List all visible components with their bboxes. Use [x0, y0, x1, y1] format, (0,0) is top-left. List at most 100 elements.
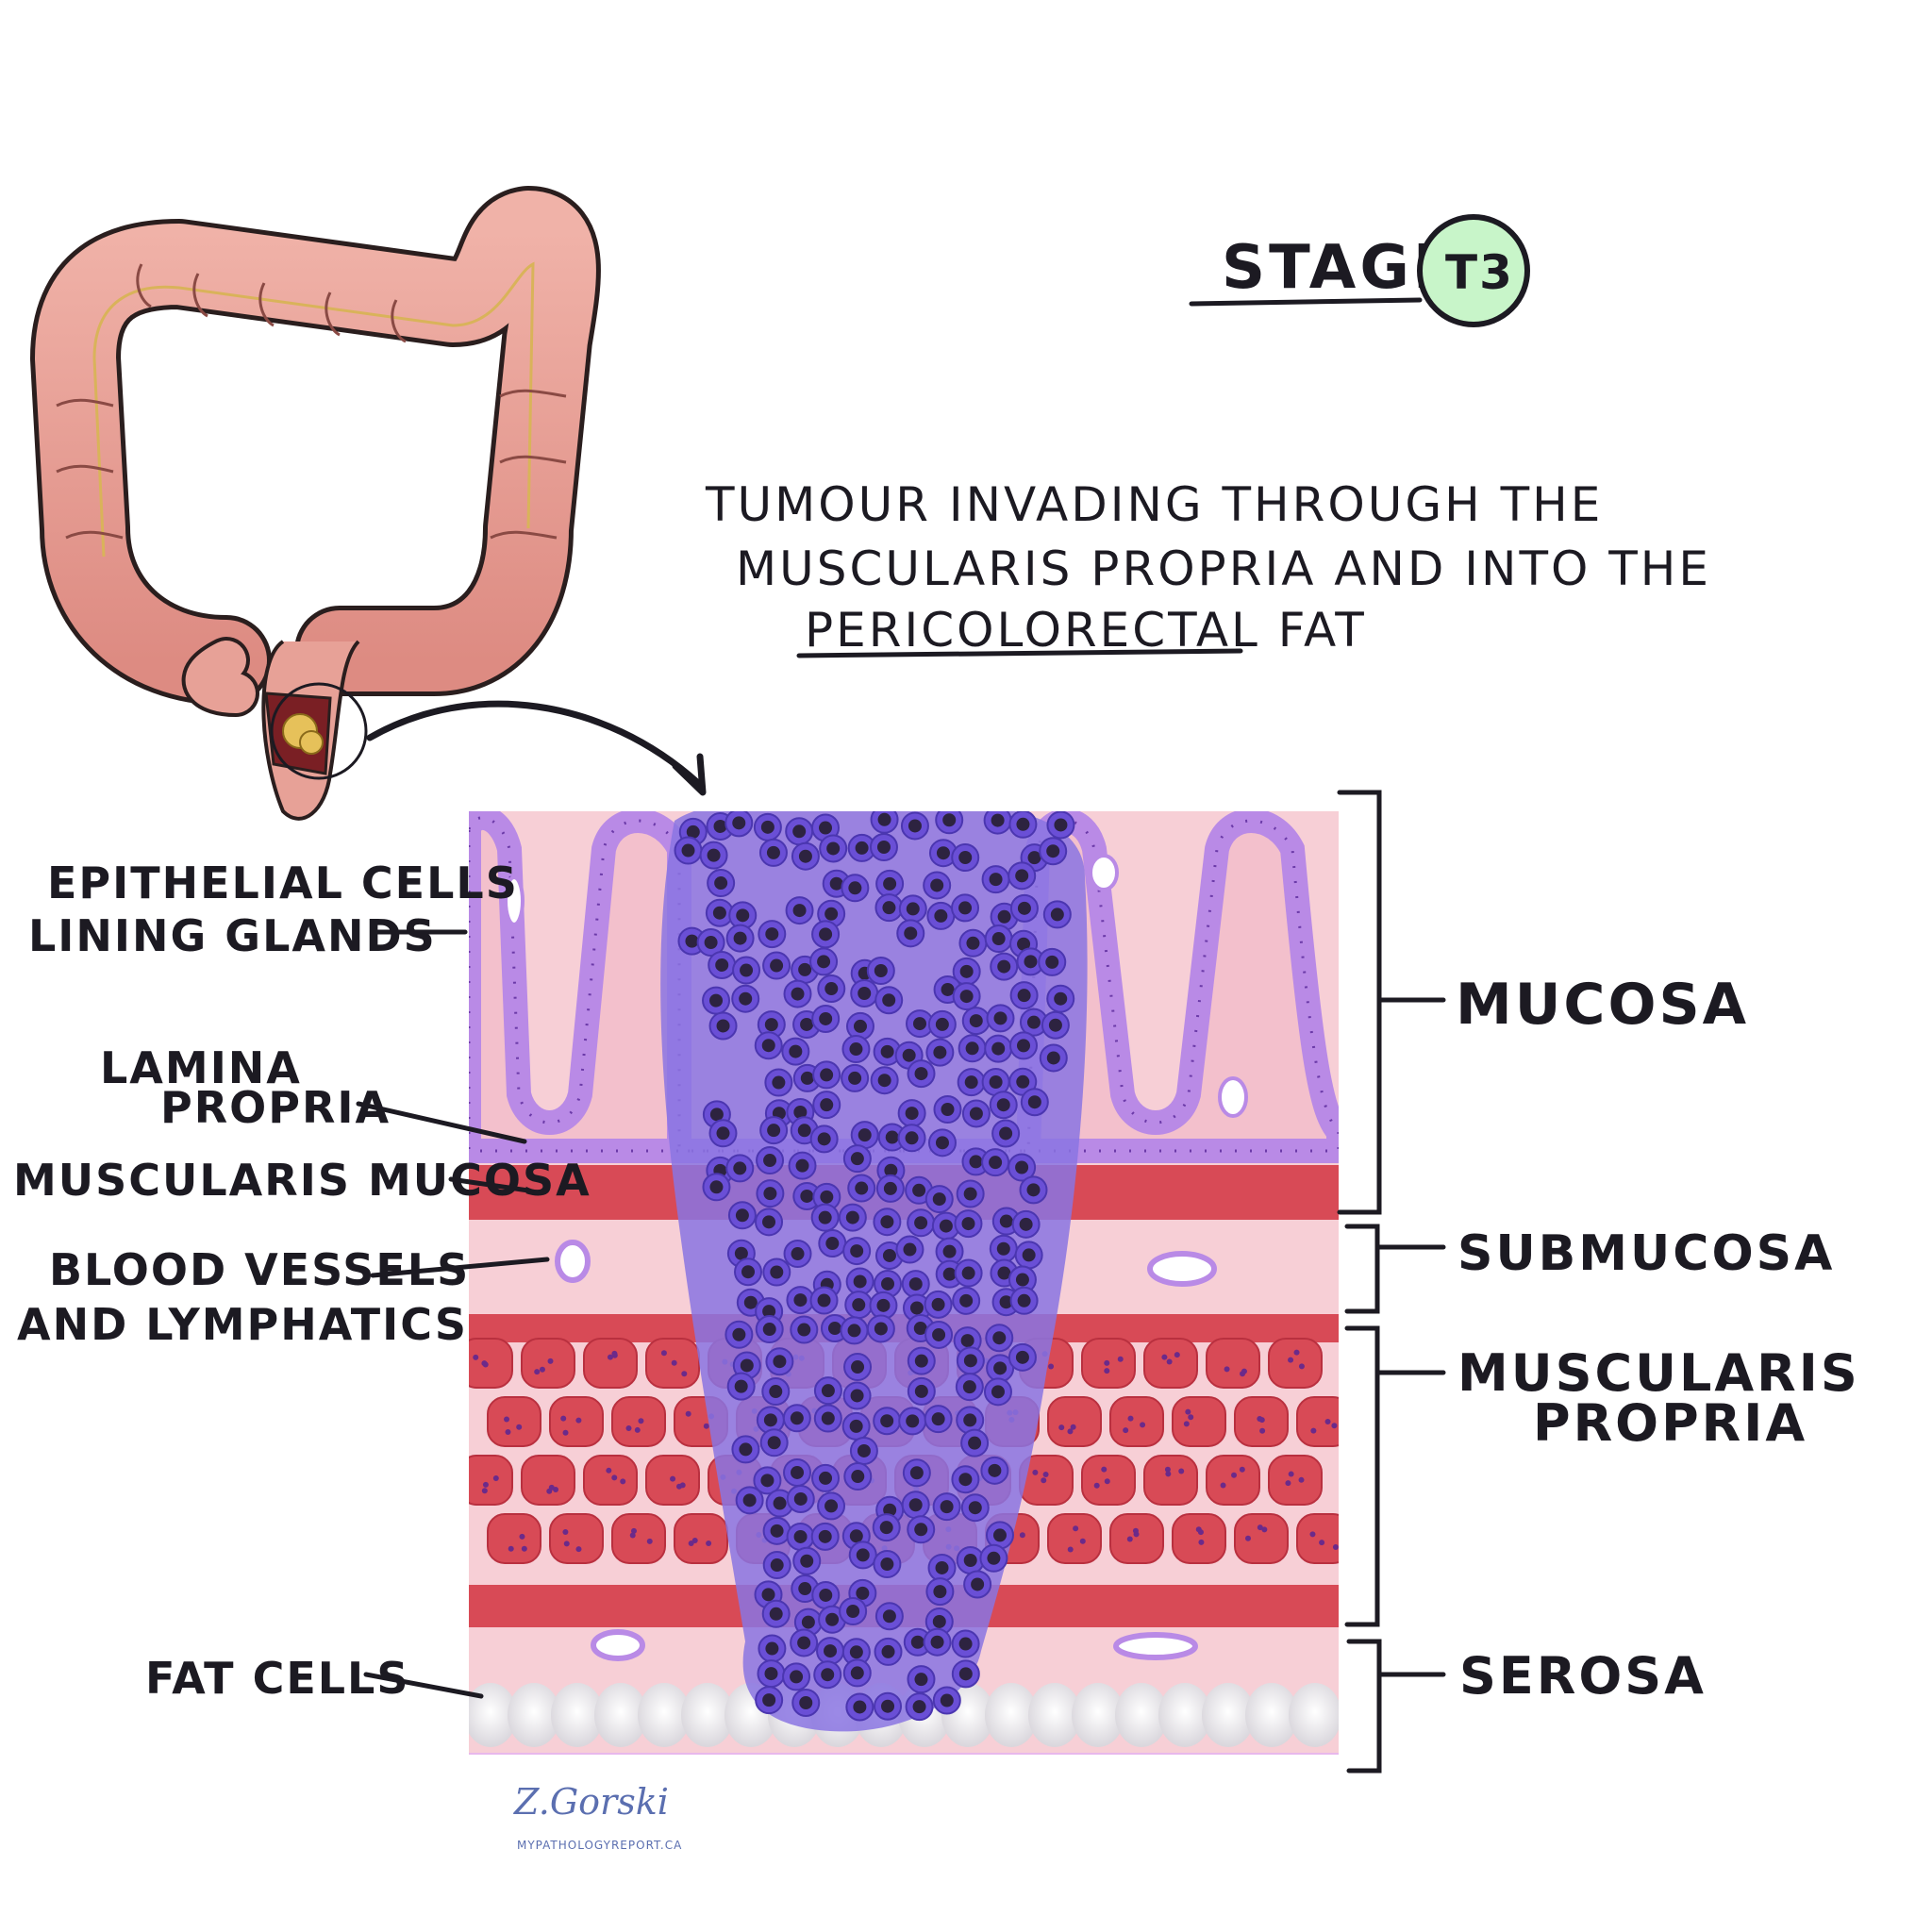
stage-badge-text: T3	[1445, 245, 1514, 300]
tumour-cell	[960, 1428, 990, 1457]
tumour-cell	[984, 924, 1013, 954]
tumour-cell	[1019, 1175, 1048, 1205]
tumour-cell	[958, 1034, 987, 1063]
tumour-cell	[793, 1607, 823, 1637]
label-mucosa: MUCOSA	[1456, 972, 1749, 1038]
tumour-cell	[765, 1347, 794, 1376]
caption-line-1: TUMOUR INVADING THROUGH THE	[705, 477, 1603, 532]
muscle-bundle	[583, 1338, 638, 1389]
tumour-cell	[951, 893, 980, 923]
tumour-cell	[979, 1543, 1008, 1573]
tumour-cell	[758, 920, 787, 949]
label-fat-cells: FAT CELLS	[145, 1653, 410, 1704]
muscle-bundle	[645, 1455, 700, 1506]
tumour-cell	[1008, 861, 1037, 891]
tumour-cell	[951, 843, 980, 873]
tumour-cell	[848, 1541, 877, 1570]
tumour-cell	[782, 1662, 811, 1691]
tumour-cell	[699, 841, 728, 870]
tumour-cell	[790, 1628, 819, 1657]
tumour-cell	[734, 1257, 763, 1287]
tumour-cell	[732, 956, 761, 985]
tumour-cell	[989, 1091, 1018, 1120]
tumour-cell	[761, 1377, 791, 1407]
signature-name: Z.Gorski	[513, 1781, 669, 1823]
muscle-bundle	[1081, 1455, 1136, 1506]
tumour-cell	[907, 1059, 936, 1089]
tumour-cell	[845, 1011, 874, 1041]
tumour-cell	[762, 1257, 791, 1287]
tumour-cell	[758, 838, 788, 867]
muscle-bundle	[1047, 1396, 1102, 1447]
muscle-bundle	[611, 1513, 666, 1564]
tumour-cell	[791, 1574, 820, 1604]
tumour-cell	[755, 1315, 784, 1344]
tumour-cell	[877, 1123, 907, 1152]
tumour-cell	[708, 950, 737, 979]
tumour-cell	[874, 1691, 903, 1721]
tumour-cell	[924, 1607, 954, 1636]
tumour-cell	[866, 1314, 895, 1343]
fat-cell	[681, 1683, 734, 1747]
tumour-cell	[924, 1185, 954, 1214]
fat-cell	[551, 1683, 604, 1747]
tumour-cell	[954, 1258, 983, 1288]
tumour-cell	[702, 1173, 731, 1202]
label-lamina-1: LAMINA	[100, 1042, 302, 1093]
tumour-cell	[952, 982, 981, 1011]
tumour-cell	[756, 1146, 785, 1175]
caption-line-2: MUSCULARIS PROPRIA AND INTO THE	[736, 541, 1711, 596]
tumour-cell	[758, 1634, 787, 1663]
tumour-cell	[990, 952, 1019, 981]
tumour-cell	[707, 869, 736, 898]
muscle-bundle	[583, 1455, 638, 1506]
tumour-cell	[674, 836, 703, 865]
tumour-cell	[983, 1377, 1012, 1407]
tumour-cell	[1019, 1008, 1048, 1037]
tumour-cell	[874, 1637, 903, 1666]
tumour-cell	[726, 1372, 756, 1401]
tumour-cell	[1009, 893, 1039, 923]
tumour-cell	[755, 1686, 784, 1715]
muscle-bundle	[1019, 1455, 1074, 1506]
tumour-cell	[762, 951, 791, 980]
tumour-cell	[931, 1211, 960, 1241]
tumour-cell	[818, 1605, 847, 1634]
mucosa-glands	[469, 811, 1339, 1163]
tumour-cell	[1039, 1043, 1068, 1073]
tumour-cell	[791, 1688, 821, 1717]
tumour-cell	[903, 1627, 932, 1657]
muscle-bundle	[1206, 1338, 1260, 1389]
tumour-cell	[986, 1004, 1015, 1033]
label-vessels-1: BLOOD VESSELS	[49, 1244, 470, 1295]
tumour-cell	[875, 1174, 905, 1203]
tumour-cell	[875, 869, 905, 898]
tumour-cell	[933, 1095, 962, 1124]
tumour-cell	[1008, 1265, 1037, 1294]
tumour-cell	[839, 1597, 868, 1626]
tumour-cell	[960, 1493, 990, 1523]
tissue-section	[469, 811, 1339, 1755]
muscle-bundle	[1296, 1513, 1339, 1564]
tumour-cell	[925, 1577, 955, 1607]
tumour-cell	[783, 979, 812, 1008]
fat-cell	[508, 1683, 560, 1747]
muscle-bundle	[1143, 1338, 1198, 1389]
tumour-cell	[961, 1007, 991, 1036]
tumour-cell	[927, 1128, 957, 1158]
tumour-cell	[905, 1692, 934, 1722]
tumour-cell	[956, 1179, 985, 1208]
tumour-cell	[1008, 811, 1038, 839]
tumour-cell	[731, 984, 760, 1013]
muscle-bundle	[469, 1455, 513, 1506]
tumour-cell	[811, 1463, 841, 1492]
tumour-cell	[907, 1665, 936, 1694]
tumour-cell	[724, 1320, 754, 1349]
tumour-cell	[756, 1179, 785, 1208]
tumour-cell	[932, 1686, 961, 1715]
tumour-cell	[907, 1346, 936, 1375]
tumour-cell	[981, 865, 1010, 894]
tumour-cell	[842, 1144, 872, 1174]
tumour-cell	[951, 1465, 980, 1494]
